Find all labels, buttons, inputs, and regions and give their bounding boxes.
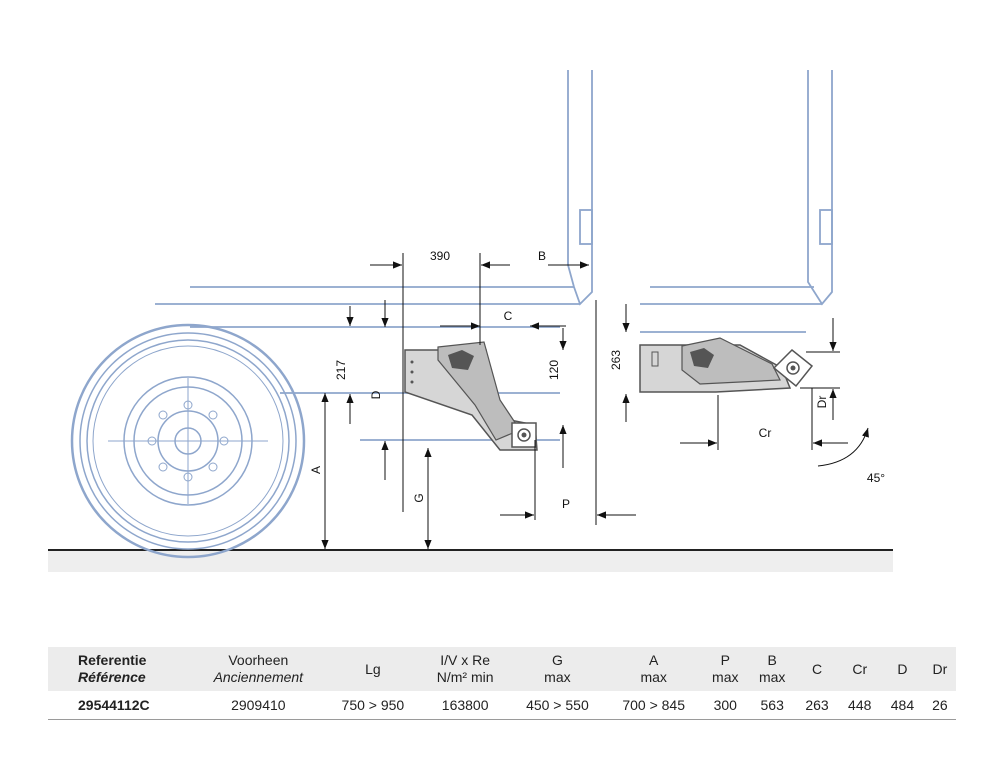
cell-dr: 26 [923,691,956,720]
ground-band [48,551,893,572]
label-263: 263 [609,350,623,370]
cell-p-max: 300 [701,691,749,720]
label-120: 120 [547,360,561,380]
header-cr: Cr [838,647,882,691]
cell-b-max: 563 [748,691,796,720]
wheel [70,323,306,559]
cell-lg: 750 > 950 [324,691,422,720]
underrun-bracket-diagram: 390 B C 217 D 120 A G P 263 Cr Dr 45° [48,70,893,572]
label-45-degrees: 45° [867,471,885,485]
label-p: P [562,497,570,511]
bracket-left [404,341,538,451]
header-lg: Lg [324,647,422,691]
cell-d: 484 [881,691,924,720]
cell-c: 263 [795,691,839,720]
label-dr: Dr [815,396,829,409]
chassis-right [640,70,833,333]
header-d: D [881,647,924,691]
label-g: G [412,493,426,502]
cell-previous: 2909410 [191,691,325,720]
label-390: 390 [430,249,450,263]
cell-g-max: 450 > 550 [509,691,606,720]
label-d: D [369,390,383,399]
label-a: A [309,466,323,474]
chassis-left [155,70,593,441]
cell-reference: 29544112C [48,691,192,720]
label-c: C [504,309,513,323]
label-217: 217 [334,360,348,380]
bracket-right [639,337,814,393]
label-b: B [538,249,546,263]
table-row: 29544112C 2909410 750 > 950 163800 450 >… [48,691,956,720]
cell-iv-re: 163800 [421,691,510,720]
label-cr: Cr [759,426,772,440]
dimension-lines [321,253,869,549]
cell-a-max: 700 > 845 [605,691,702,720]
header-c: C [795,647,839,691]
header-dr: Dr [923,647,956,691]
cell-cr: 448 [838,691,882,720]
